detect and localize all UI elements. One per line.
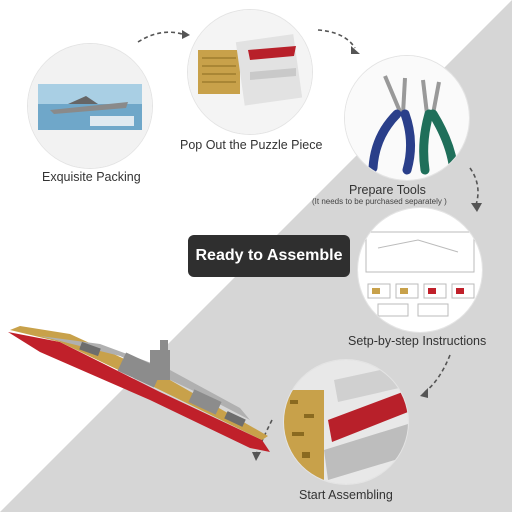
step-packing-label: Exquisite Packing — [42, 170, 141, 184]
step-popout-image — [188, 10, 312, 134]
ready-to-assemble-label: Ready to Assemble — [188, 235, 350, 277]
step-instructions-image — [358, 208, 482, 332]
step-tools-image — [345, 56, 469, 180]
step-tools-note: (It needs to be purchased separately ) — [312, 197, 447, 206]
step-popout-label: Pop Out the Puzzle Piece — [180, 138, 323, 152]
step-assembling-label: Start Assembling — [299, 488, 393, 502]
arrow-dashed-icon — [424, 354, 451, 393]
arrow-dashed-icon — [137, 31, 183, 43]
step-assembling-image — [284, 360, 408, 484]
arrow-dashed-icon — [317, 29, 356, 49]
arrow-dashed-icon — [255, 419, 273, 456]
step-tools-label: Prepare Tools — [349, 183, 426, 197]
arrow-dashed-icon — [469, 167, 479, 206]
step-instructions-label: Setp-by-step Instructions — [348, 334, 487, 348]
step-packing-image — [28, 44, 152, 168]
